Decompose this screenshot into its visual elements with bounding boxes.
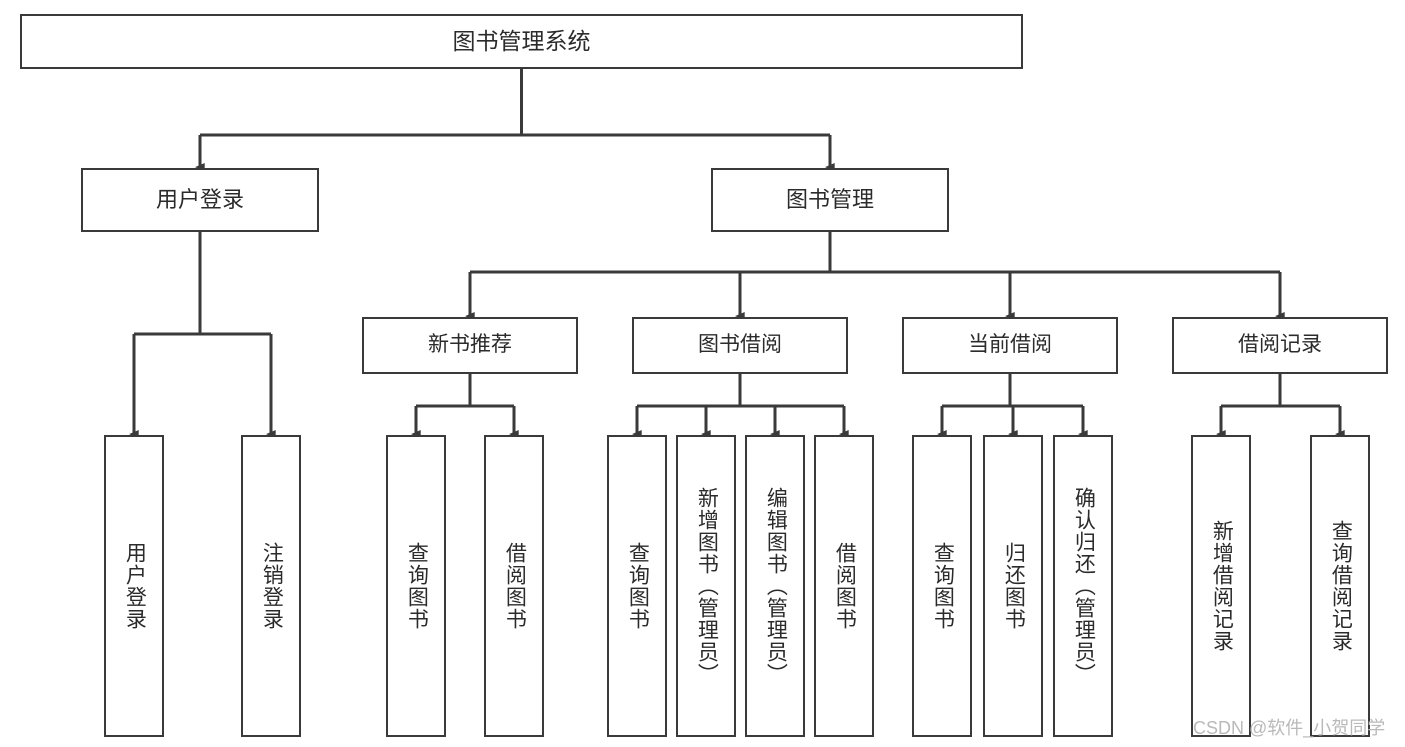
node-leaf-query-book-recommend[interactable]: 查询图书 <box>386 435 446 737</box>
csdn-watermark: CSDN @软件_小贺同学 <box>1193 718 1386 738</box>
node-leaf-add-book[interactable]: 新增图书（管理员） <box>676 435 736 737</box>
node-leaf-logout[interactable]: 注销登录 <box>241 435 301 737</box>
node-leaf-return-book[interactable]: 归还图书 <box>983 435 1043 737</box>
node-leaf-query-book-current[interactable]: 查询图书 <box>912 435 972 737</box>
node-leaf-add-borrow-record[interactable]: 新增借阅记录 <box>1191 435 1251 737</box>
leaf-label: 用户登录 <box>123 542 147 630</box>
leaf-label: 新增借阅记录 <box>1210 520 1234 652</box>
node-leaf-query-book-borrow[interactable]: 查询图书 <box>607 435 667 737</box>
leaf-label: 确认归还（管理员） <box>1072 487 1096 685</box>
leaf-label: 查询图书 <box>405 542 429 630</box>
node-leaf-confirm-return[interactable]: 确认归还（管理员） <box>1053 435 1113 737</box>
leaf-label: 归还图书 <box>1002 542 1026 630</box>
node-leaf-borrow-book-recommend[interactable]: 借阅图书 <box>484 435 544 737</box>
leaf-label: 查询借阅记录 <box>1329 520 1353 652</box>
leaf-label: 借阅图书 <box>833 542 857 630</box>
node-leaf-borrow-book[interactable]: 借阅图书 <box>814 435 874 737</box>
node-borrow-record[interactable]: 借阅记录 <box>1172 317 1388 374</box>
leaf-label: 借阅图书 <box>503 542 527 630</box>
node-current-borrow[interactable]: 当前借阅 <box>902 317 1118 374</box>
node-leaf-edit-book[interactable]: 编辑图书（管理员） <box>745 435 805 737</box>
leaf-label: 注销登录 <box>260 542 284 630</box>
leaf-label: 编辑图书（管理员） <box>764 487 788 685</box>
node-book-borrow[interactable]: 图书借阅 <box>632 317 848 374</box>
node-leaf-user-login[interactable]: 用户登录 <box>104 435 164 737</box>
node-leaf-query-borrow-record[interactable]: 查询借阅记录 <box>1310 435 1370 737</box>
leaf-label: 查询图书 <box>626 542 650 630</box>
node-book-management-system[interactable]: 图书管理系统 <box>20 14 1023 69</box>
node-user-login[interactable]: 用户登录 <box>81 168 319 232</box>
leaf-label: 新增图书（管理员） <box>695 487 719 685</box>
node-book-management[interactable]: 图书管理 <box>711 168 949 232</box>
node-new-book-recommend[interactable]: 新书推荐 <box>362 317 578 374</box>
leaf-label: 查询图书 <box>931 542 955 630</box>
